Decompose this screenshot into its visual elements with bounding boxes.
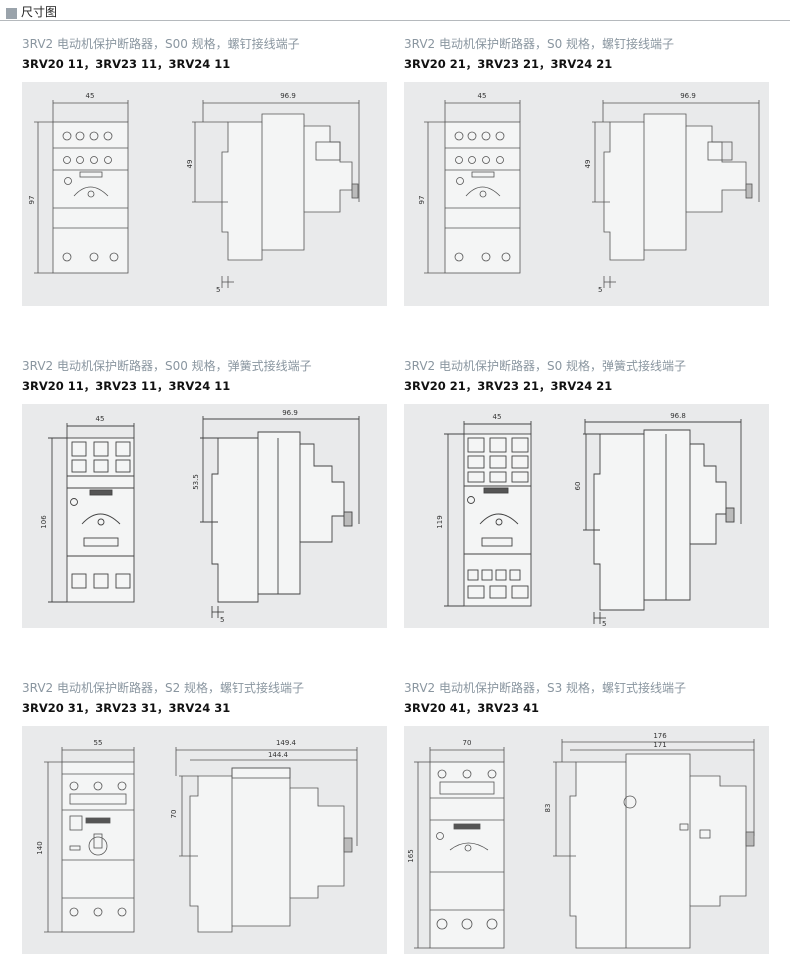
dimension-drawing-panel: 45 119 96.8 60 5	[404, 404, 769, 628]
dimension-drawing-panel: 45 97 96.9 49 5	[404, 82, 769, 306]
section-models: 3RV20 31，3RV23 31，3RV24 31	[22, 701, 231, 715]
dimension-drawing-panel: 45 97 96.9 49 5	[22, 82, 387, 306]
section-title: 3RV2 电动机保护断路器，S3 规格，螺钉式接线端子	[404, 681, 687, 695]
section-title: 3RV2 电动机保护断路器，S0 规格，弹簧式接线端子	[404, 359, 687, 373]
header-rule	[0, 20, 790, 21]
section-models: 3RV20 11，3RV23 11，3RV24 11	[22, 57, 231, 71]
dimension-drawing	[414, 739, 755, 949]
section-title: 3RV2 电动机保护断路器，S2 规格，螺钉式接线端子	[22, 681, 305, 695]
section-models: 3RV20 21，3RV23 21，3RV24 21	[404, 57, 613, 71]
dimension-drawing	[444, 419, 742, 624]
section-title: 3RV2 电动机保护断路器，S00 规格，弹簧式接线端子	[22, 359, 312, 373]
page-title: 尺寸图	[21, 5, 58, 19]
section-models: 3RV20 11，3RV23 11，3RV24 11	[22, 379, 231, 393]
section-models: 3RV20 41，3RV23 41	[404, 701, 540, 715]
section-title: 3RV2 电动机保护断路器，S0 规格，螺钉接线端子	[404, 37, 675, 51]
dimension-drawing	[48, 416, 360, 618]
section-models: 3RV20 21，3RV23 21，3RV24 21	[404, 379, 613, 393]
dimension-drawing-panel: 55 140 149.4 144.4 70	[22, 726, 387, 954]
page-header: 尺寸图	[0, 0, 790, 26]
dimension-drawing-panel: 45 106 96.9 53.5 5	[22, 404, 387, 628]
dimension-drawing	[34, 100, 360, 288]
section-title: 3RV2 电动机保护断路器，S00 规格，螺钉接线端子	[22, 37, 300, 51]
dimension-drawing-panel: 70 165 176 171 83	[404, 726, 769, 954]
dimension-drawing	[424, 100, 760, 288]
dimension-drawing	[44, 747, 358, 933]
header-marker	[6, 8, 17, 19]
